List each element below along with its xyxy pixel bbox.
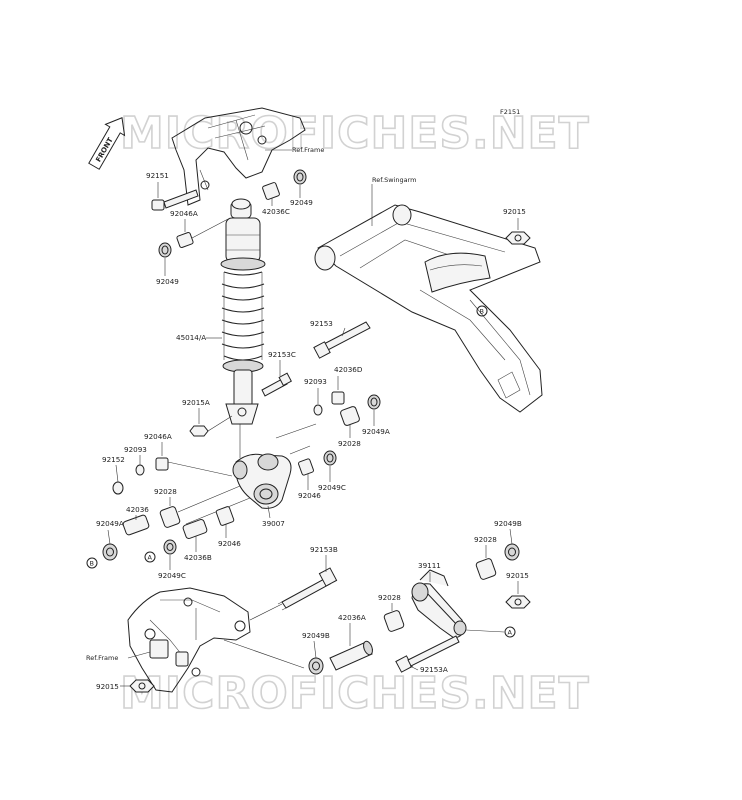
- label-92153: 92153: [310, 319, 333, 328]
- sleeve-42036C: [262, 182, 280, 200]
- bearing-92028-lower: [383, 610, 405, 632]
- washer-92093-right: [313, 404, 323, 416]
- seal-92049A-right: [367, 394, 381, 410]
- label-92049A-left: 92049A: [96, 519, 124, 528]
- watermark-bottom: MICROFICHES.NET: [120, 668, 590, 719]
- marker-a-left: A: [148, 554, 153, 562]
- seal-92049-top: [293, 169, 307, 185]
- label-92151: 92151: [146, 171, 169, 180]
- sleeve-42036: [122, 514, 150, 536]
- label-92152: 92152: [102, 455, 125, 464]
- seal-92049C-right: [323, 450, 337, 466]
- bolt-92153: [313, 321, 371, 359]
- collar-92046-left: [215, 506, 235, 526]
- bolt-92153B: [277, 567, 338, 611]
- swingarm: [314, 204, 543, 413]
- label-92049-top: 92049: [290, 198, 313, 207]
- label-39007: 39007: [262, 519, 285, 528]
- marker-a-right: A: [508, 629, 513, 637]
- marker-b-left: B: [90, 560, 94, 568]
- collar-92046A-mid: [155, 457, 169, 471]
- collar-92046A-top: [176, 232, 194, 248]
- washer-92152: [112, 481, 124, 495]
- seal-92049A-left: [102, 543, 118, 561]
- collar-92046-right: [298, 458, 314, 476]
- nut-92015-right: [505, 595, 531, 609]
- label-92153C: 92153C: [268, 350, 296, 359]
- label-92049B-lower: 92049B: [302, 631, 330, 640]
- seal-92049C-left: [163, 539, 177, 555]
- lower-frame-bracket: [127, 587, 251, 693]
- label-92049A-right: 92049A: [362, 427, 390, 436]
- tie-rod-link-39111: [411, 569, 467, 639]
- sleeve-42036B: [182, 519, 208, 539]
- bearing-92028-right: [340, 406, 360, 426]
- label-39111: 39111: [418, 561, 441, 570]
- sleeve-42036D: [331, 391, 345, 405]
- label-42036C: 42036C: [262, 207, 290, 216]
- label-92046-right: 92046: [298, 491, 321, 500]
- marker-b-right: B: [480, 308, 484, 316]
- watermark-top: MICROFICHES.NET: [120, 108, 590, 159]
- label-92049-left: 92049: [156, 277, 179, 286]
- label-42036: 42036: [126, 505, 149, 514]
- label-92093-right: 92093: [304, 377, 327, 386]
- label-42036D: 42036D: [334, 365, 363, 374]
- ref-frame-bottom: Ref.Frame: [86, 654, 118, 662]
- sleeve-42036A: [329, 640, 373, 671]
- seal-92049-left: [158, 242, 172, 258]
- label-92093-left: 92093: [124, 445, 147, 454]
- label-92049C-left: 92049C: [158, 571, 186, 580]
- label-92028-link: 92028: [474, 535, 497, 544]
- label-92046-left: 92046: [218, 539, 241, 548]
- seal-92049B-lower: [308, 657, 324, 675]
- bolt-92153C: [261, 372, 292, 397]
- label-92015-right: 92015: [506, 571, 529, 580]
- nut-92015-bottom: [129, 679, 155, 693]
- ref-frame-top: Ref.Frame: [292, 146, 324, 154]
- label-92153A: 92153A: [420, 665, 448, 674]
- ref-swingarm: Ref.Swingarm: [372, 176, 416, 184]
- bolt-92151: [151, 189, 199, 211]
- nut-92015-top: [505, 231, 531, 245]
- label-92153B: 92153B: [310, 545, 338, 554]
- figure-code: F2151: [500, 108, 520, 116]
- nut-92015A: [189, 425, 209, 437]
- label-92049B-right: 92049B: [494, 519, 522, 528]
- label-92049C-right: 92049C: [318, 483, 346, 492]
- label-45014A: 45014/A: [176, 333, 206, 342]
- bearing-92028-link: [475, 558, 497, 580]
- label-92046A-mid: 92046A: [144, 432, 172, 441]
- bearing-92028-left: [159, 506, 181, 528]
- label-92028-lower: 92028: [378, 593, 401, 602]
- rear-shock-absorber: [220, 198, 266, 425]
- seal-92049B-right: [504, 543, 520, 561]
- bolt-92153A: [395, 635, 460, 673]
- label-92046A-top: 92046A: [170, 209, 198, 218]
- washer-92093-left: [135, 464, 145, 476]
- label-92015A: 92015A: [182, 398, 210, 407]
- label-92028-left: 92028: [154, 487, 177, 496]
- label-42036B: 42036B: [184, 553, 212, 562]
- label-92015-bottom: 92015: [96, 682, 119, 691]
- rocker-arm-39007: [232, 453, 292, 509]
- label-42036A: 42036A: [338, 613, 366, 622]
- label-92028-right: 92028: [338, 439, 361, 448]
- label-92015-top: 92015: [503, 207, 526, 216]
